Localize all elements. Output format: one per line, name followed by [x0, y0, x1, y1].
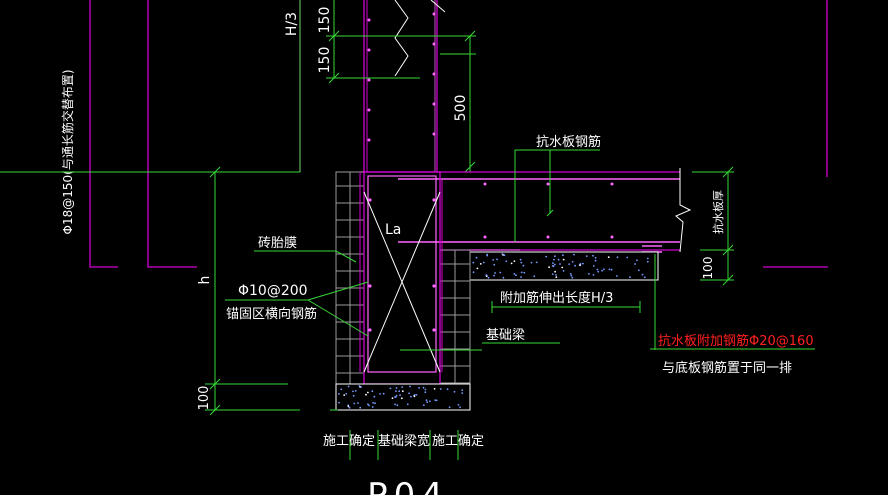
la-label: La — [385, 222, 401, 238]
extra-rebar-length-label: 附加筋伸出长度H/3 — [500, 290, 613, 306]
waterproof-slab-rebar-label: 抗水板钢筋 — [536, 134, 601, 150]
same-row-label: 与底板钢筋置于同一排 — [662, 360, 792, 376]
blinding-bottom — [335, 383, 471, 411]
top-dimensions — [299, 0, 476, 173]
left-dimensions — [205, 166, 338, 416]
foundation-beam — [359, 171, 443, 385]
waterproof-slab — [360, 168, 692, 253]
dimension-500: 500 — [453, 95, 469, 122]
extra-rebar-red-label: 抗水板附加钢筋Φ20@160 — [658, 333, 814, 349]
h-dimension-label: h — [197, 276, 213, 285]
anchor-rebar-name-label: 锚固区横向钢筋 — [226, 306, 317, 322]
outer-boundary-lines — [89, 0, 828, 268]
brick-courses — [336, 185, 470, 384]
left-rebar-label: Φ18@150(与通长筋交替布置) — [60, 70, 75, 235]
anchor-rebar-spec-label: Φ10@200 — [238, 283, 308, 299]
bottom-right-label: 施工确定 — [432, 434, 484, 449]
dimension-100-right: 100 — [701, 257, 715, 280]
dimension-100-left: 100 — [197, 386, 212, 411]
extra-rebar-marks — [642, 245, 662, 253]
dimension-150-top: 150 — [317, 7, 333, 34]
bottom-left-label: 施工确定 — [323, 434, 375, 449]
drawing-title-cutoff: P04 — [367, 476, 449, 495]
slab-thickness-label: 抗水板厚 — [711, 190, 725, 234]
brick-membrane-label: 砖胎膜 — [258, 236, 297, 251]
brick-membrane-right — [439, 249, 471, 385]
dimension-150-bottom: 150 — [317, 47, 333, 74]
foundation-beam-label: 基础梁 — [486, 328, 525, 343]
leader-lines — [225, 149, 815, 460]
right-dimensions — [692, 166, 734, 286]
h3-dimension-label: H/3 — [284, 12, 300, 36]
bottom-mid-label: 基础梁宽 — [378, 433, 430, 449]
blinding-under-slab — [469, 251, 659, 281]
